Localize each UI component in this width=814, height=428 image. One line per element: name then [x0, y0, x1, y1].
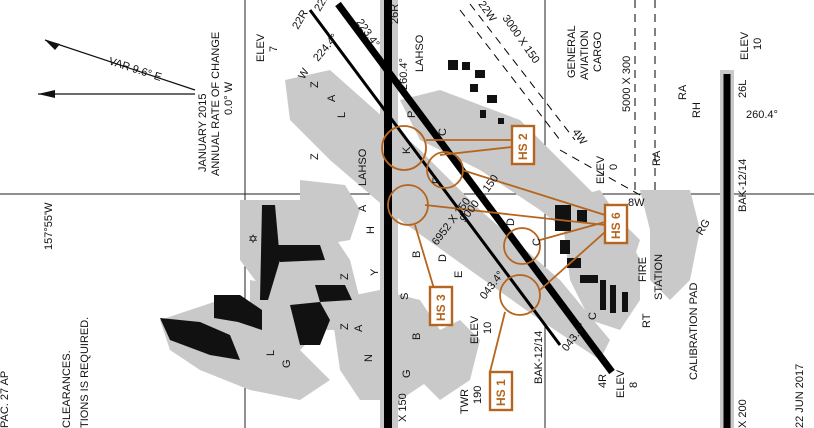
longitude-label: 157°55'W: [43, 202, 55, 250]
twy-s: S: [399, 293, 411, 300]
annual-rate-label: ANNUAL RATE OF CHANGE: [210, 32, 222, 176]
date-bottom-right: 22 JUN 2017: [794, 364, 806, 428]
twy-z3: Z: [339, 273, 351, 280]
hotspot-label-hs3: HS 3: [434, 294, 448, 321]
aviation-label: AVIATION: [579, 30, 591, 80]
left-margin-top: PAC. 27 AP: [0, 371, 11, 428]
hotspot-circles: [381, 125, 606, 373]
twy-a2: A: [357, 204, 369, 212]
elev-label-10b: ELEV: [469, 315, 481, 344]
rwy-22w: 22W: [476, 0, 499, 25]
twy-rh: RH: [691, 102, 703, 118]
hotspot-label-hs6: HS 6: [609, 212, 623, 239]
rwy-8w26w-dims: 5000 X 300: [621, 56, 633, 112]
twy-a3: A: [353, 324, 365, 332]
variation-date: JANUARY 2015: [197, 94, 209, 172]
twy-f: F: [431, 177, 443, 184]
hotspot-label-hs2: HS 2: [516, 133, 530, 160]
left-margin-required: TIONS IS REQUIRED.: [79, 317, 91, 428]
twy-l2: L: [265, 350, 277, 356]
twr-value: 190: [472, 386, 484, 404]
elev-value-8: 8: [628, 382, 640, 388]
elev-label-8: ELEV: [615, 369, 627, 398]
twy-b1: B: [411, 251, 423, 258]
rwy-3000-dims: 3000 X 150: [500, 13, 542, 66]
hdg-260-b: 260.4°: [746, 109, 778, 121]
twy-c2: C: [531, 238, 543, 246]
hotspot-label-hs1: HS 1: [494, 379, 508, 406]
twy-e: E: [453, 271, 465, 278]
rwy-4r: 4R: [597, 374, 609, 388]
bak-label-1: BAK-12/14: [533, 331, 545, 384]
twy-c1: C: [437, 128, 449, 136]
taxiway-pavement: [160, 0, 734, 428]
twy-n: N: [363, 354, 375, 362]
elev-value-0: 0: [608, 164, 620, 170]
twy-y: Y: [369, 268, 381, 276]
twy-z2: Z: [309, 153, 321, 160]
rwy-22l: 22L: [312, 0, 332, 14]
twy-g: G: [401, 369, 413, 378]
buildings: [160, 60, 628, 360]
rwy-x150: X 150: [397, 393, 409, 422]
hotspot-labels: HS 2 HS 3 HS 6 HS 1: [434, 133, 623, 406]
twy-k: K: [401, 146, 413, 154]
twy-p: P: [406, 111, 418, 118]
station-label: STATION: [653, 254, 665, 300]
twy-a1: A: [326, 94, 338, 102]
bak-label-2: BAK-12/14: [737, 159, 749, 212]
elev-label-10a: ELEV: [739, 31, 751, 60]
elev-label-7: ELEV: [255, 33, 267, 62]
hotspot-boxes: [428, 124, 629, 412]
variation-arrow: [38, 39, 196, 98]
compass-star-icon: ✡: [248, 232, 258, 246]
twy-b2: B: [411, 333, 423, 340]
twr-label: TWR: [459, 389, 471, 414]
elev-value-10b: 10: [482, 322, 494, 334]
cargo-label: CARGO: [592, 31, 604, 72]
twy-d1: D: [437, 254, 449, 262]
rwy-8w: 8W: [628, 197, 645, 209]
twy-h: H: [365, 226, 377, 234]
ga-label: GENERAL: [566, 25, 578, 78]
lahso-label-2: LAHSO: [357, 148, 369, 186]
twy-l1: L: [336, 112, 348, 118]
elev-label-0: ELEV: [595, 155, 607, 184]
var-label: VAR 9.6° E: [107, 55, 163, 83]
lahso-label-1: LAHSO: [414, 34, 426, 72]
twy-g2: G: [281, 359, 293, 368]
annual-rate-value: 0.0° W: [223, 81, 235, 115]
rwy-26l: 26L: [737, 80, 749, 98]
hdg-260-a: 260.4°: [398, 58, 410, 90]
runways: [308, 0, 731, 428]
twy-ra2: RA: [651, 150, 663, 166]
fire-label: FIRE: [637, 257, 649, 282]
twy-z1: Z: [309, 81, 321, 88]
elev-value-10a: 10: [752, 38, 764, 50]
rwy-x200: X 200: [737, 399, 749, 428]
elev-value-7: 7: [268, 46, 280, 52]
twy-d2: D: [505, 218, 517, 226]
rwy-22r: 22R: [290, 8, 311, 32]
twy-rt: RT: [641, 313, 653, 328]
rwy-4w: 4W: [570, 127, 590, 148]
twy-ra1: RA: [677, 84, 689, 100]
calibration-pad-label: CALIBRATION PAD: [688, 283, 700, 380]
twy-c3: C: [587, 312, 599, 320]
rwy-26r: 26R: [389, 4, 401, 24]
left-margin-clearances: CLEARANCES.: [61, 350, 73, 428]
twy-z4: Z: [339, 323, 351, 330]
